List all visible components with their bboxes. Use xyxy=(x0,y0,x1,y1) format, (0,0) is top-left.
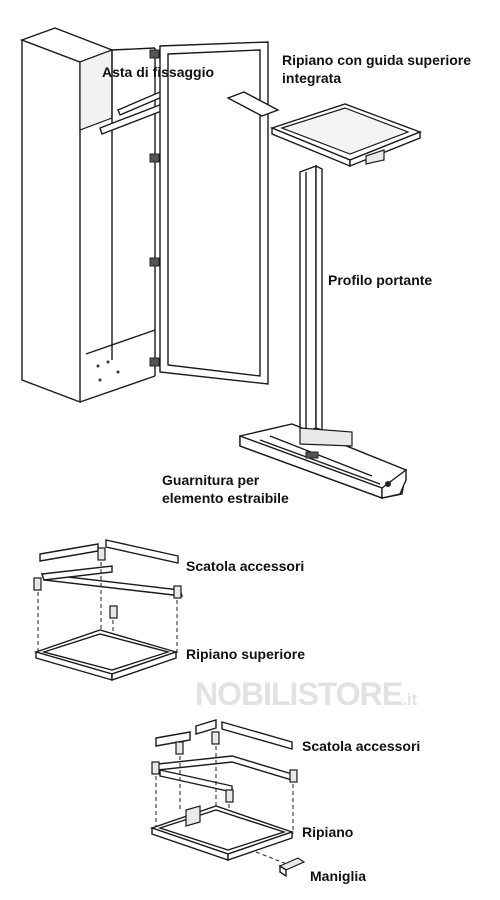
pullout-fitting xyxy=(239,423,407,500)
accessory-box-1 xyxy=(33,539,184,668)
label-ripiano: Ripiano xyxy=(302,824,354,840)
label-ripiano-guida-line1: Ripiano con guida superiore xyxy=(282,52,472,68)
label-profilo-portante: Profilo portante xyxy=(328,272,433,288)
hinges xyxy=(149,49,160,367)
accessory-box-2 xyxy=(151,719,298,846)
handle xyxy=(278,857,306,878)
label-asta-fissaggio: Asta di fissaggio xyxy=(102,64,215,80)
label-guarnitura-line1: Guarnitura per xyxy=(162,472,260,488)
label-ripiano-guida-line2: integrata xyxy=(282,70,342,86)
watermark: NOBILISTORE.it xyxy=(195,676,417,713)
support-profile xyxy=(299,164,323,436)
shelf-with-top-guide xyxy=(226,91,422,168)
label-scatola-accessori-1: Scatola accessori xyxy=(186,558,305,574)
door-illustration xyxy=(159,41,269,385)
label-maniglia: Maniglia xyxy=(310,868,367,884)
label-ripiano-superiore: Ripiano superiore xyxy=(186,646,306,662)
upper-shelf xyxy=(33,629,179,681)
label-guarnitura-line2: elemento estraibile xyxy=(162,490,289,506)
watermark-suffix: .it xyxy=(402,690,418,709)
shelf xyxy=(149,805,295,867)
label-scatola-accessori-2: Scatola accessori xyxy=(302,738,421,754)
watermark-brand: NOBILISTORE xyxy=(195,676,403,712)
cabinet-illustration xyxy=(19,27,156,404)
